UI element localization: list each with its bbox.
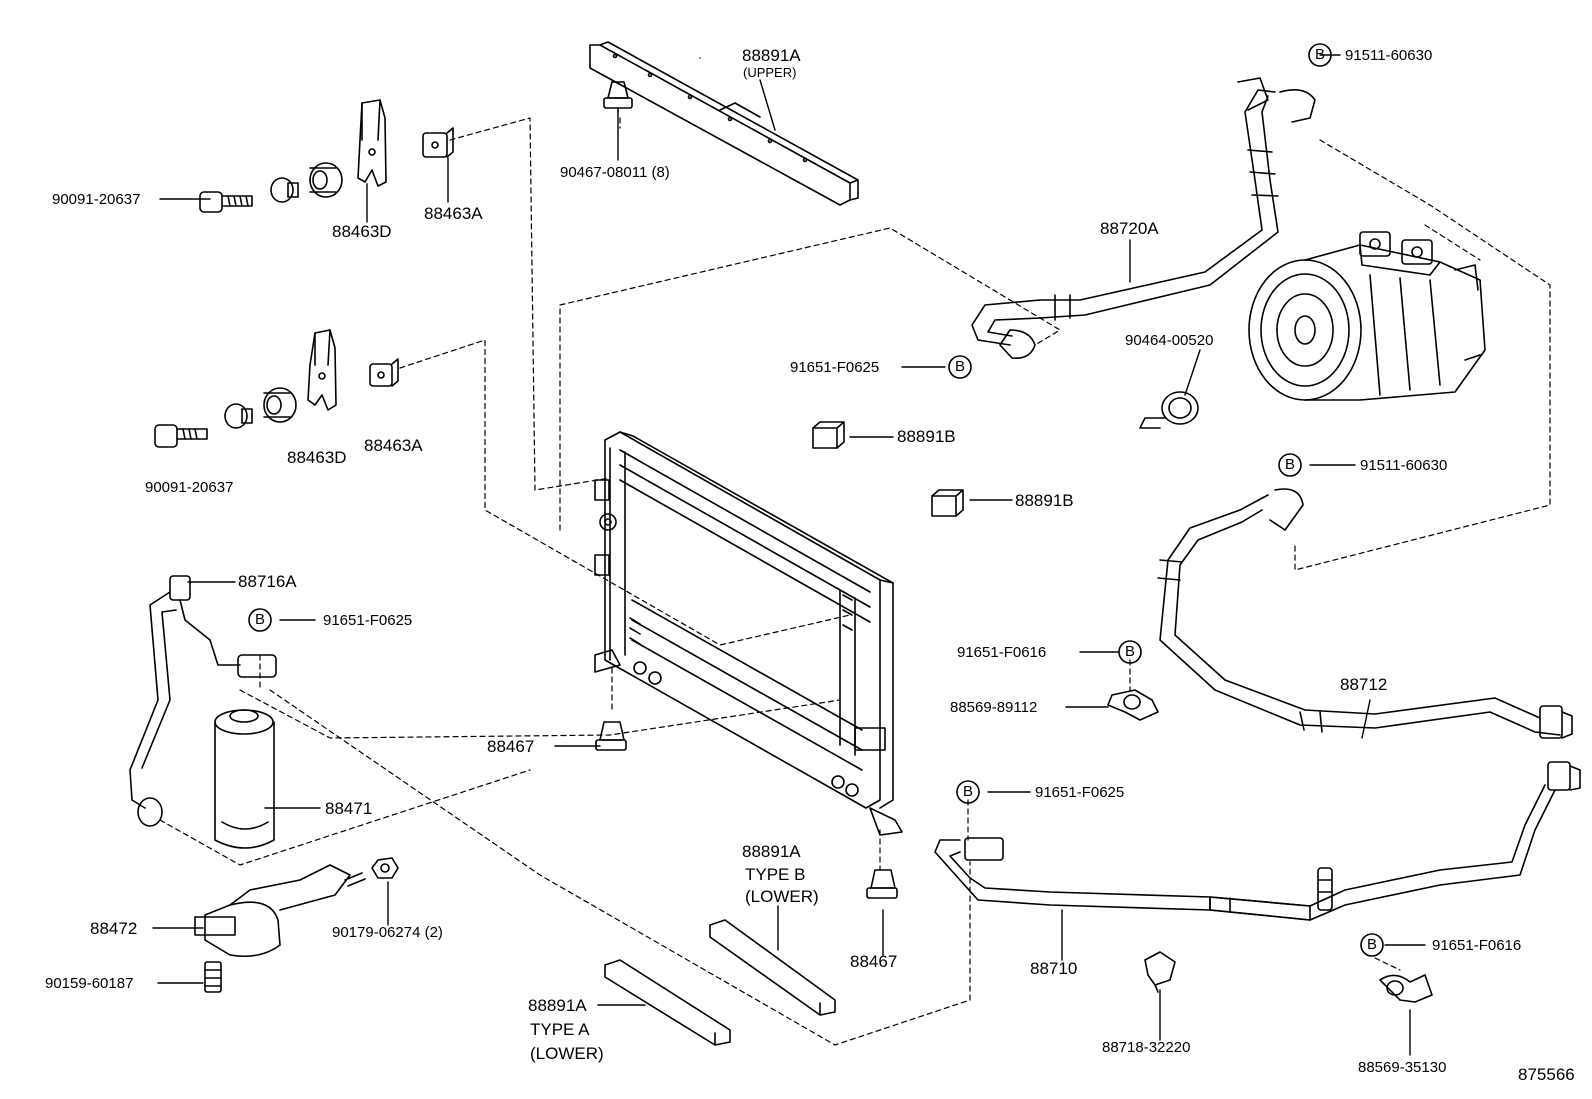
label-88720A: 88720A [1100, 219, 1159, 238]
label-88891B-a: 88891B [897, 427, 956, 446]
label-90091-20637-mid: 90091-20637 [145, 479, 234, 496]
condenser [595, 432, 902, 835]
label-88891A-upper-note: (UPPER) [743, 65, 797, 80]
receiver-88471 [215, 710, 274, 848]
label-91651-F0616-a: 91651-F0616 [957, 644, 1047, 661]
label-90091-20637-top: 90091-20637 [52, 191, 141, 208]
label-88467-left: 88467 [487, 737, 535, 756]
bracket-88472 [195, 865, 365, 956]
label-88471: 88471 [325, 799, 373, 818]
label-88463D-mid: 88463D [287, 448, 347, 467]
label-88710: 88710 [1030, 959, 1078, 978]
clamp-88569-89112 [1108, 690, 1158, 720]
label-91651-F0625-c: 91651-F0625 [1035, 784, 1125, 801]
label-88891A-type-b-line2: TYPE B [745, 865, 806, 884]
label-88463A-top: 88463A [424, 204, 483, 223]
clamp-88569-35130 [1380, 975, 1432, 1002]
hose-88712 [1158, 489, 1572, 738]
label-90179-06274: 90179-06274 (2) [332, 924, 443, 941]
label-88891A-type-b: 88891A [742, 842, 801, 861]
bolt-90091-mid [155, 425, 207, 447]
compressor [1249, 232, 1485, 400]
assembly-dashed-lines [159, 117, 1551, 1046]
label-88569-35130: 88569-35130 [1358, 1059, 1447, 1076]
label-88716A: 88716A [238, 572, 297, 591]
callout-b-91651-f0616-a: B [1124, 643, 1135, 660]
pipe-88716A [130, 576, 276, 826]
label-88891A-type-a-line3: (LOWER) [530, 1044, 604, 1063]
label-88463D-top: 88463D [332, 222, 392, 241]
label-91651-F0625-a: 91651-F0625 [790, 359, 880, 376]
block-88891B-a [813, 422, 844, 448]
clip-88467-left [596, 722, 626, 750]
spacer-88463A-top [423, 128, 453, 157]
cushion-top [310, 163, 342, 197]
callout-b-91651-f0616-b: B [1366, 936, 1377, 953]
clip-90467 [604, 82, 632, 112]
cushion-mid [264, 388, 296, 422]
callout-b-91651-c: B [962, 783, 973, 800]
clamp-90464 [1140, 392, 1198, 428]
bolt-90091-top [200, 192, 252, 212]
callout-circles [248, 43, 1384, 957]
label-88891A-type-a: 88891A [528, 996, 587, 1015]
label-88891B-b: 88891B [1015, 491, 1074, 510]
block-88891B-b [932, 490, 963, 516]
clip-88467-right [867, 870, 897, 898]
label-91511-60630-top: 91511-60630 [1345, 47, 1433, 64]
callout-b-91511-top: B [1314, 46, 1325, 63]
label-88569-89112: 88569-89112 [950, 699, 1038, 716]
label-90467-08011: 90467-08011 (8) [560, 164, 670, 181]
label-88463A-mid: 88463A [364, 436, 423, 455]
label-91651-F0616-b: 91651-F0616 [1432, 937, 1522, 954]
bracket-88463D-top [358, 100, 386, 186]
label-88891A-type-b-line3: (LOWER) [745, 887, 819, 906]
callout-b-91651-b: B [254, 611, 265, 628]
label-88712: 88712 [1340, 675, 1388, 694]
bolt-90159 [205, 962, 221, 992]
label-88472: 88472 [90, 919, 138, 938]
washer-mid [225, 404, 252, 428]
diagram-id: 875566 [1518, 1065, 1575, 1084]
clip-88718 [1145, 952, 1175, 992]
callout-b-91511-mid: B [1284, 456, 1295, 473]
washer-top [271, 178, 298, 202]
bracket-88463D-mid [308, 330, 336, 410]
label-90159-60187: 90159-60187 [45, 975, 134, 992]
label-90464-00520: 90464-00520 [1125, 332, 1214, 349]
callout-b-91651-a: B [954, 358, 965, 375]
hose-88720A [972, 78, 1315, 358]
seal-strip-type-a [605, 960, 730, 1045]
tube-88710 [935, 762, 1580, 920]
upper-seal-strip [590, 42, 858, 205]
spacer-88463A-mid [370, 359, 398, 386]
seal-strip-type-b [710, 920, 835, 1015]
label-88891A-type-a-line2: TYPE A [530, 1020, 590, 1039]
label-91511-60630-mid: 91511-60630 [1360, 457, 1448, 474]
label-91651-F0625-b: 91651-F0625 [323, 612, 413, 629]
leader-lines [152, 54, 1426, 1056]
label-88718-32220: 88718-32220 [1102, 1039, 1191, 1056]
label-88891A-upper: 88891A [742, 46, 801, 65]
nut-90179 [372, 858, 398, 878]
label-88467-right: 88467 [850, 952, 898, 971]
